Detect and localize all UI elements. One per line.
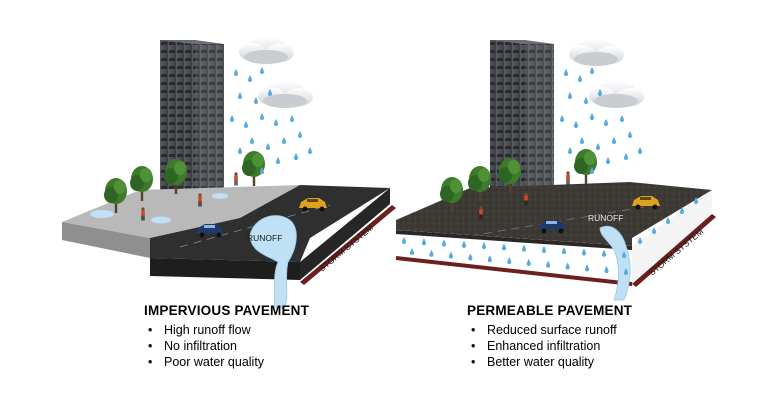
storm-pipe (300, 205, 396, 285)
runoff-flow (599, 225, 631, 301)
bullet-item: Better water quality (467, 354, 632, 370)
impervious-title: IMPERVIOUS PAVEMENT (144, 303, 310, 318)
bullet-item: Poor water quality (144, 354, 309, 370)
rain-drop-icon (238, 92, 242, 99)
taxi-icon (299, 198, 327, 212)
car-icon (196, 224, 224, 238)
rain-drop-icon (666, 217, 670, 224)
pedestrian-icon (234, 172, 238, 186)
permeable-panel: RUNOFF STORM SYSTEM (396, 39, 716, 301)
building-icon (490, 40, 554, 205)
rain-drop-icon (294, 153, 298, 160)
puddle (212, 193, 228, 199)
rain-drop-icon (254, 97, 258, 104)
rain-drop-icon (248, 75, 252, 82)
rain (560, 67, 642, 174)
puddle (151, 216, 171, 224)
rain (230, 67, 312, 174)
rain-drop-icon (584, 97, 588, 104)
rain-drop-icon (290, 115, 294, 122)
rain-drop-icon (638, 237, 642, 244)
bullet-item: Reduced surface runoff (467, 322, 632, 338)
rain-drop-icon (612, 137, 616, 144)
rain-drop-icon (260, 113, 264, 120)
rain-drop-icon (266, 143, 270, 150)
bullet-item: High runoff flow (144, 322, 309, 338)
rain-drop-icon (238, 147, 242, 154)
rain-drop-icon (606, 157, 610, 164)
bullet-item: Enhanced infiltration (467, 338, 632, 354)
rain-drop-icon (250, 137, 254, 144)
cloud-icon (569, 39, 624, 66)
impervious-caption: IMPERVIOUS PAVEMENT High runoff flow No … (144, 303, 309, 370)
cloud-icon (589, 81, 644, 108)
rain-drop-icon (638, 147, 642, 154)
car-icon (538, 220, 566, 234)
rain-drop-icon (620, 115, 624, 122)
runoff-label: RUNOFF (588, 213, 623, 223)
rain-drop-icon (604, 119, 608, 126)
rain-drop-icon (574, 121, 578, 128)
rain-drop-icon (652, 227, 656, 234)
rain-drop-icon (234, 69, 238, 76)
rain-drop-icon (230, 115, 234, 122)
runoff-label: RUNOFF (247, 233, 282, 243)
rain-drop-icon (276, 157, 280, 164)
rain-drop-icon (628, 131, 632, 138)
impervious-panel: RUNOFF STORM SYSTEM (62, 37, 396, 309)
pedestrian-icon (566, 171, 570, 185)
tree-icon (574, 149, 597, 184)
permeable-bullets: Reduced surface runoff Enhanced infiltra… (467, 322, 632, 370)
rain-drop-icon (624, 153, 628, 160)
rain-drop-icon (282, 137, 286, 144)
rain-drop-icon (590, 113, 594, 120)
rain-drop-icon (568, 147, 572, 154)
rain-drop-icon (560, 115, 564, 122)
impervious-bullets: High runoff flow No infiltration Poor wa… (144, 322, 309, 370)
rain-drop-icon (308, 147, 312, 154)
rain-drop-icon (244, 121, 248, 128)
rain-drop-icon (580, 137, 584, 144)
permeable-caption: PERMEABLE PAVEMENT Reduced surface runof… (467, 303, 632, 370)
cloud-icon (258, 81, 313, 108)
bullet-item: No infiltration (144, 338, 309, 354)
permeable-title: PERMEABLE PAVEMENT (467, 303, 633, 318)
storm-pipe (632, 214, 716, 287)
rain-drop-icon (590, 67, 594, 74)
rain-drop-icon (298, 131, 302, 138)
cloud-icon (239, 37, 294, 64)
rain-drop-icon (274, 119, 278, 126)
rain-drop-icon (578, 75, 582, 82)
permeable-surface (396, 182, 712, 246)
runoff-flow (249, 215, 297, 309)
taxi-icon (632, 196, 660, 210)
rain-drop-icon (260, 67, 264, 74)
rain-drop-icon (596, 143, 600, 150)
puddle (90, 210, 114, 218)
rain-drop-icon (568, 92, 572, 99)
rain-drop-icon (564, 69, 568, 76)
